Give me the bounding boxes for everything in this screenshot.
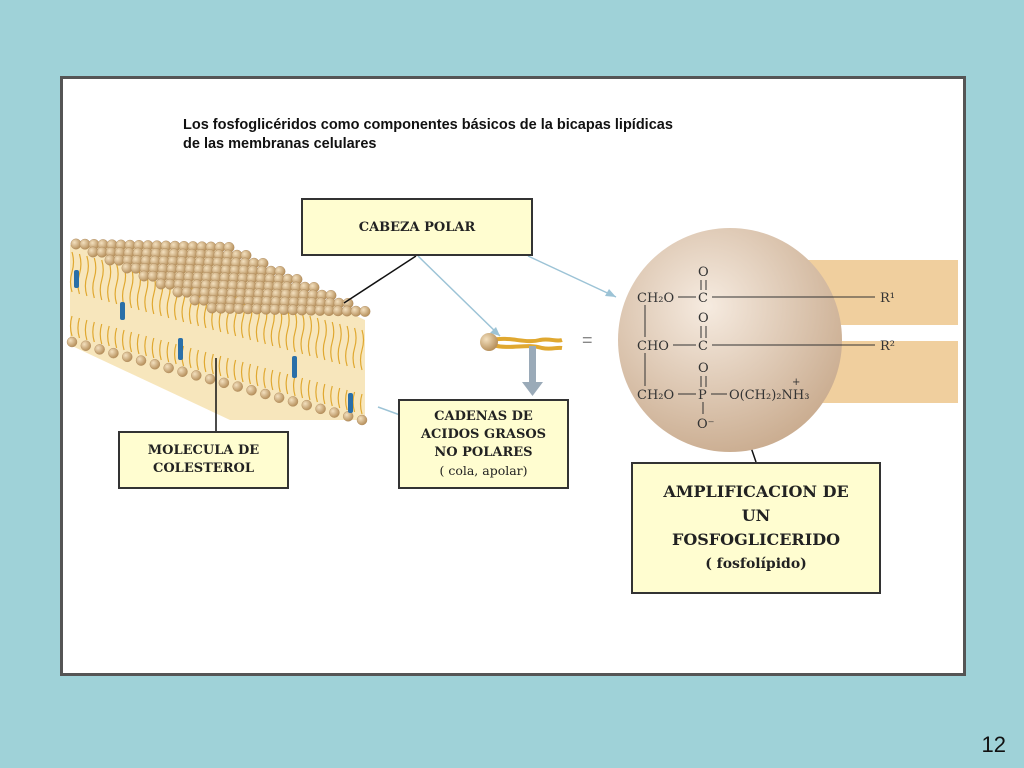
lipid-head (94, 344, 105, 355)
label-amp-line-1: AMPLIFICACION DE (663, 482, 849, 501)
lipid-head (80, 340, 92, 351)
label-amp-line-3: FOSFOGLICERIDO (671, 530, 841, 549)
phospholipid-molecule (480, 333, 563, 351)
lipid-head (329, 407, 340, 418)
lipid-head (273, 392, 285, 403)
lipid-head (135, 355, 147, 366)
lipid-head (246, 385, 257, 396)
lipid-head (356, 414, 368, 426)
formula-o-minus: O⁻ (697, 417, 715, 432)
lipid-head (287, 396, 299, 407)
formula-row1-r: R¹ (880, 291, 895, 306)
lipid-head (301, 399, 312, 411)
lipid-head (359, 305, 371, 317)
equals-sign: = (582, 330, 593, 350)
lipid-tail (345, 325, 350, 411)
membrane-bilayer (66, 238, 371, 426)
label-colesterol: MOLECULA DE COLESTEROL (118, 431, 289, 489)
formula-row1-left: CH₂O (637, 291, 674, 306)
cholesterol-molecule (74, 270, 79, 288)
down-arrow-icon (522, 346, 543, 396)
lipid-head (315, 403, 326, 415)
formula-diagram: O CH₂O C R¹ O CHO C R² O CH₂O P O(CH₂)₂N… (637, 265, 895, 432)
membrane-tails (69, 251, 365, 415)
lipid-tail (285, 309, 290, 395)
label-amplificacion: AMPLIFICACION DE UN FOSFOGLICERIDO ( fos… (631, 462, 881, 594)
membrane-bottom-heads (66, 336, 368, 426)
lipid-tail (315, 317, 320, 403)
formula-plus: + (792, 377, 800, 388)
lipid-tail (77, 253, 82, 339)
lipid-head (218, 377, 230, 389)
lipid-head (177, 366, 188, 377)
page-number: 12 (981, 732, 1006, 757)
lipid-tail (69, 251, 75, 337)
lipid-tail (330, 321, 335, 407)
lipid-head (122, 351, 133, 363)
label-amp-line-4: ( fosfolípido) (705, 556, 807, 572)
label-cadenas-line-3: NO POLARES (434, 445, 533, 460)
formula-row2-c: C (698, 339, 708, 354)
lipid-tail (359, 329, 365, 415)
lipid-head (149, 359, 161, 370)
label-cabeza-text: CABEZA POLAR (358, 219, 476, 235)
polar-head-sphere (618, 228, 842, 452)
label-colesterol-line-2: COLESTEROL (153, 461, 254, 476)
cholesterol-molecule (120, 302, 125, 320)
slide-title: Los fosfoglicéridos como componentes bás… (183, 116, 783, 154)
formula-row3-right: O(CH₂)₂NH₃ (729, 388, 809, 403)
label-cabeza-polar: CABEZA POLAR (301, 198, 533, 256)
label-cadenas-line-1: CADENAS DE (434, 409, 533, 424)
lipid-head (204, 373, 216, 385)
formula-row3-left: CH₂O (637, 388, 674, 403)
lipid-tail (107, 261, 112, 347)
lipid-head (163, 362, 174, 374)
formula-o-3: O (698, 361, 709, 376)
title-line-1: Los fosfoglicéridos como componentes bás… (183, 117, 673, 133)
cholesterol-molecules (74, 270, 353, 413)
lipid-tail (114, 263, 119, 349)
formula-o-2: O (698, 311, 709, 326)
lipid-tail (92, 257, 97, 343)
lipid-tail (84, 255, 89, 341)
formula-row3-p: P (698, 388, 707, 403)
cholesterol-molecule (292, 356, 297, 378)
formula-row2-left: CHO (637, 339, 669, 354)
formula-row1-c: C (698, 291, 708, 306)
label-cadenas-line-2: ACIDOS GRASOS (420, 427, 547, 442)
lipid-tail (352, 327, 357, 413)
label-cadenas-line-4: ( cola, apolar) (439, 463, 528, 478)
label-cadenas: CADENAS DE ACIDOS GRASOS NO POLARES ( co… (398, 399, 569, 489)
polar-head-icon (480, 333, 498, 351)
label-colesterol-line-1: MOLECULA DE (147, 443, 260, 458)
lipid-tail (300, 313, 305, 399)
lipid-head (232, 381, 243, 392)
title-line-2: de las membranas celulares (183, 136, 377, 152)
formula-o-1: O (698, 265, 709, 280)
label-amp-line-2: UN (741, 506, 771, 525)
lipid-tail (322, 319, 327, 405)
lipid-tail (307, 315, 313, 401)
lipid-tail (337, 323, 342, 409)
lipid-head (66, 336, 78, 348)
lipid-head (191, 370, 202, 381)
formula-row2-r: R² (880, 339, 895, 354)
lipid-tail (129, 267, 134, 353)
lipid-tail (99, 259, 104, 345)
membrane-top-heads (70, 238, 371, 317)
cholesterol-molecule (348, 393, 353, 413)
lipid-head (260, 388, 271, 400)
lipid-head (108, 347, 119, 359)
cholesterol-molecule (178, 338, 183, 360)
